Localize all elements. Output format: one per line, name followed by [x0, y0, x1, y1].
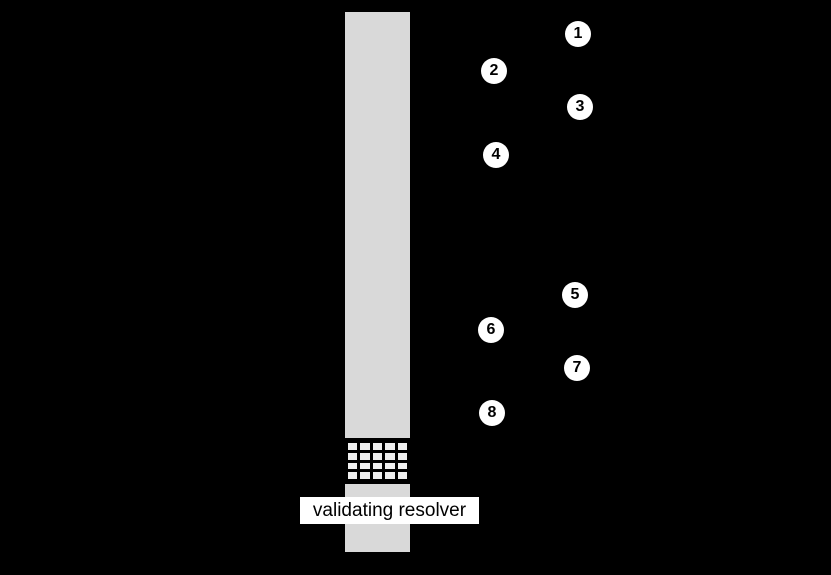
grid-cell	[348, 472, 358, 479]
resolver-label-box: validating resolver	[300, 497, 479, 524]
step-circle-1: 1	[565, 21, 591, 47]
step-number: 1	[573, 25, 583, 42]
grid-cell	[372, 472, 383, 479]
resolver-bar	[345, 12, 410, 438]
step-number: 4	[491, 146, 501, 163]
step-number: 2	[489, 62, 499, 79]
step-number: 3	[575, 98, 585, 115]
grid-cell	[385, 472, 395, 479]
resolver-label-text: validating resolver	[312, 500, 467, 521]
grid-cell	[397, 472, 407, 479]
step-circle-2: 2	[481, 58, 507, 84]
grid-cell	[385, 443, 395, 450]
step-circle-4: 4	[483, 142, 509, 168]
grid-cell	[360, 443, 370, 450]
grid-cell	[397, 452, 407, 460]
grid-cell	[360, 472, 370, 479]
step-circle-8: 8	[479, 400, 505, 426]
grid-cell	[348, 443, 358, 450]
grid-pattern	[345, 441, 410, 481]
step-circle-5: 5	[562, 282, 588, 308]
grid-cell	[372, 452, 383, 460]
step-number: 5	[570, 286, 580, 303]
step-circle-6: 6	[478, 317, 504, 343]
step-number: 7	[572, 359, 582, 376]
step-number: 6	[486, 321, 496, 338]
grid-cell	[385, 462, 395, 470]
grid-cell	[397, 462, 407, 470]
grid-cell	[372, 443, 383, 450]
grid-cell	[372, 462, 383, 470]
grid-cell	[348, 452, 358, 460]
grid-cell	[360, 462, 370, 470]
grid-cell	[360, 452, 370, 460]
grid-cell	[385, 452, 395, 460]
grid-cell	[397, 443, 407, 450]
step-number: 8	[487, 404, 497, 421]
step-circle-7: 7	[564, 355, 590, 381]
step-circle-3: 3	[567, 94, 593, 120]
grid-cell	[348, 462, 358, 470]
